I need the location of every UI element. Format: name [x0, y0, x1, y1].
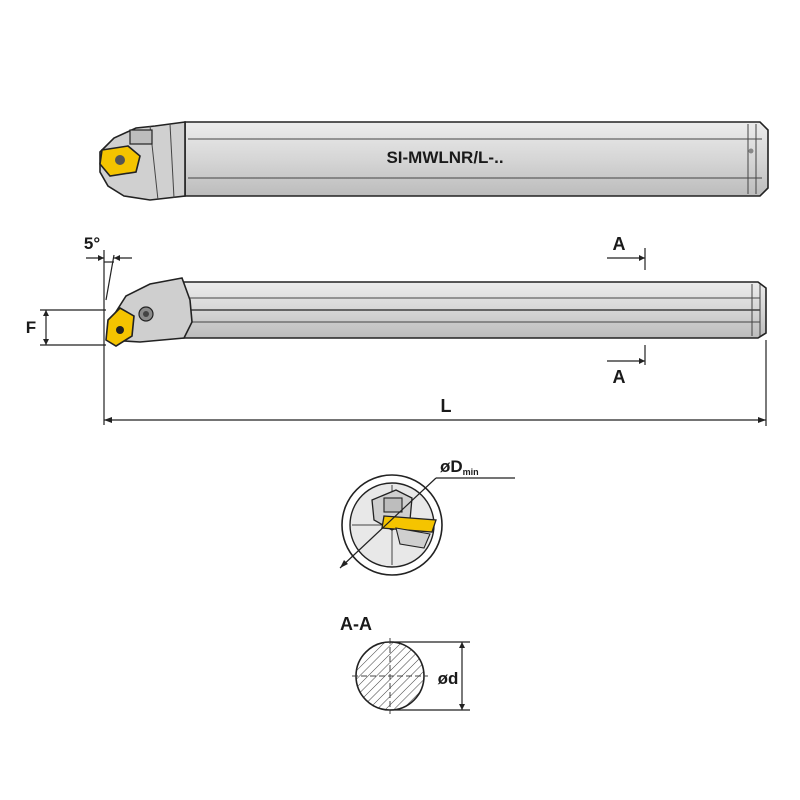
top-view: SI-MWLNR/L-..	[99, 121, 769, 201]
front-view: øDmin	[339, 457, 515, 576]
section-view: A-A ød	[340, 614, 470, 714]
dmin-label-prefix: øD	[440, 457, 463, 476]
side-view: 5° F A A L	[26, 234, 767, 426]
dmin-label-subscript: min	[463, 467, 479, 477]
dmin-circle	[341, 474, 443, 576]
section-marker-bottom: A	[613, 367, 626, 387]
top-view-head	[99, 121, 186, 201]
dmin-label: øDmin	[440, 457, 479, 477]
section-title: A-A	[340, 614, 372, 634]
section-marker-top: A	[613, 234, 626, 254]
f-dimension-label: F	[26, 318, 36, 337]
diameter-label: ød	[438, 669, 459, 688]
designation-label: SI-MWLNR/L-..	[386, 148, 503, 167]
length-label: L	[441, 396, 452, 416]
angle-label: 5°	[84, 234, 100, 253]
